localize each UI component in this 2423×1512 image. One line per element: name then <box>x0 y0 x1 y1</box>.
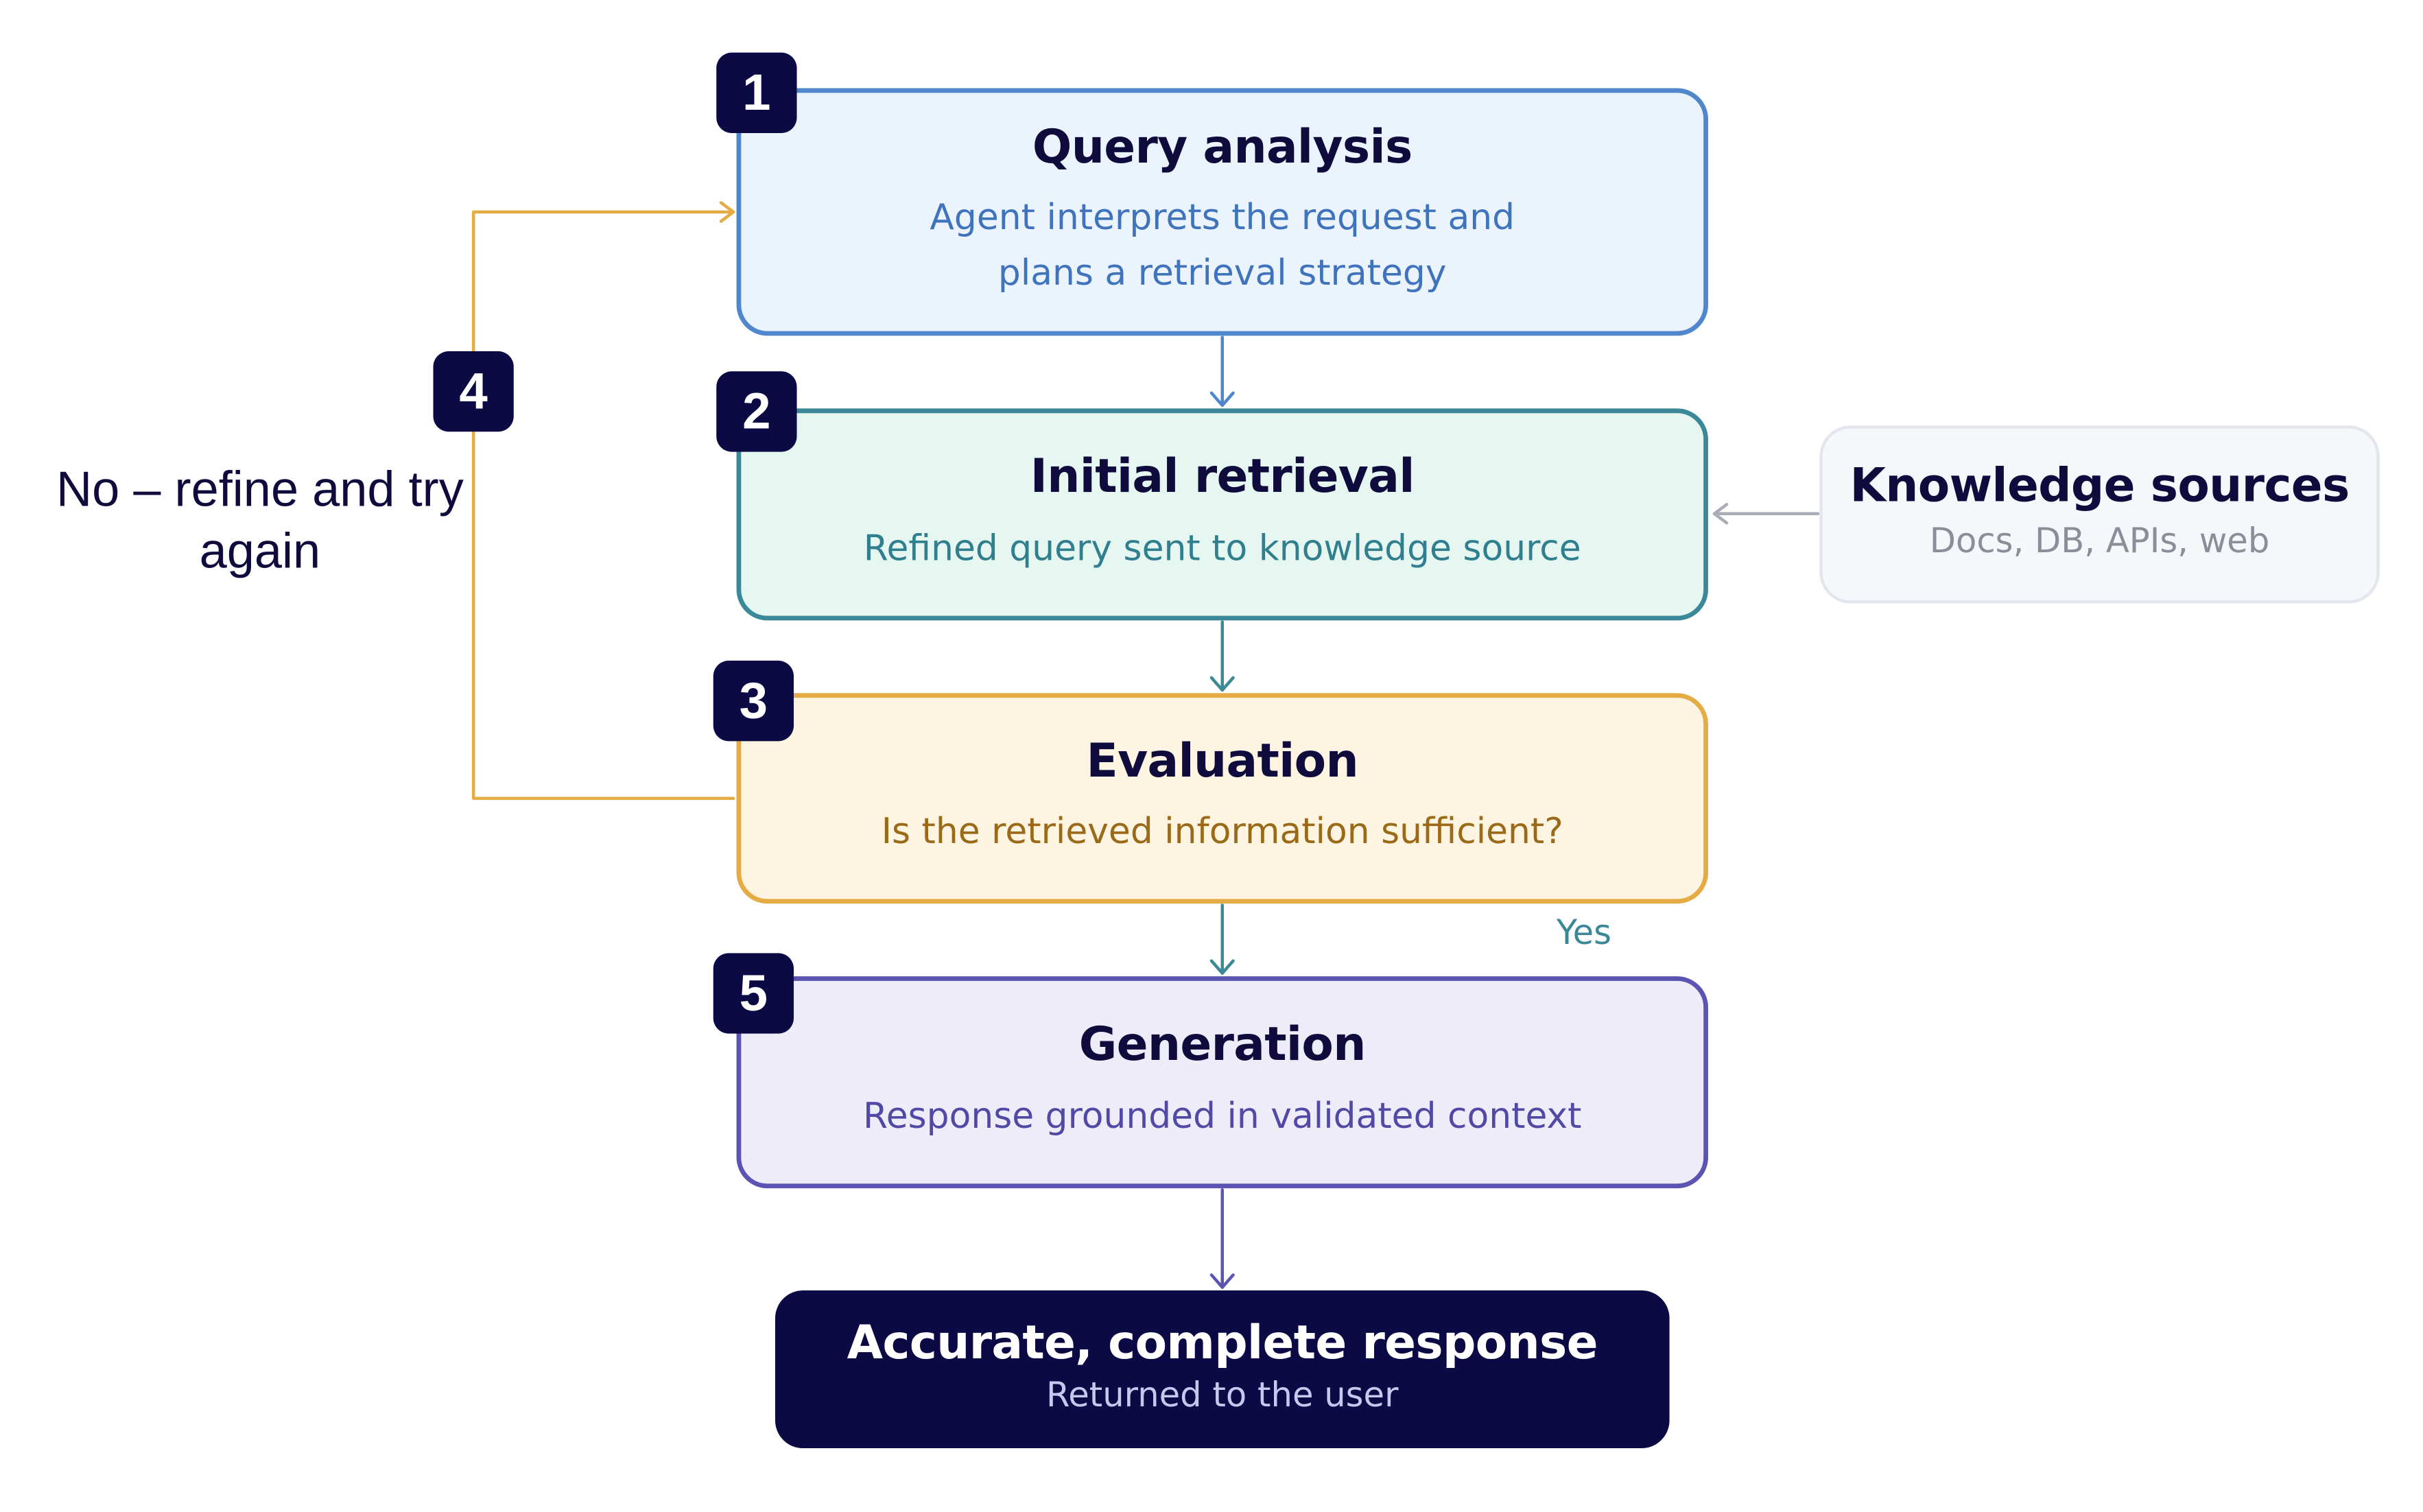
final-description: Returned to the user <box>1046 1377 1399 1417</box>
arrow-evaluation-to-generation <box>1209 903 1235 975</box>
step-number-badge-1: 1 <box>716 52 797 133</box>
step-number-badge-2: 2 <box>716 371 797 452</box>
knowledge-description: Docs, DB, APIs, web <box>1929 522 2270 562</box>
step-title: Query analysis <box>1032 120 1413 175</box>
step-number-badge-4: 4 <box>433 351 514 432</box>
loop-label: No – refine and try again <box>56 461 464 579</box>
step-generation: Generation Response grounded in validate… <box>736 976 1708 1189</box>
arrow-query-to-retrieval <box>1209 335 1235 407</box>
arrow-generation-to-final <box>1209 1188 1235 1289</box>
step-evaluation: Evaluation Is the retrieved information … <box>736 693 1708 904</box>
arrow-knowledge-to-retrieval <box>1712 503 1820 525</box>
arrow-loop-refine <box>471 201 735 801</box>
knowledge-title: Knowledge sources <box>1849 460 2350 515</box>
step-number-badge-3: 3 <box>713 661 794 742</box>
step-description: Is the retrieved information sufficient? <box>881 812 1563 853</box>
knowledge-sources-box: Knowledge sources Docs, DB, APIs, web <box>1819 425 2380 604</box>
step-initial-retrieval: Initial retrieval Refined query sent to … <box>736 408 1708 621</box>
step-title: Generation <box>1078 1018 1367 1073</box>
final-response-box: Accurate, complete response Returned to … <box>775 1290 1670 1449</box>
arrow-retrieval-to-evaluation <box>1209 620 1235 692</box>
step-description: Refined query sent to knowledge source <box>863 528 1581 569</box>
step-number-badge-5: 5 <box>713 953 794 1034</box>
step-title: Initial retrieval <box>1030 450 1415 505</box>
yes-label: Yes <box>1556 914 1612 954</box>
step-description: Agent interprets the request and plans a… <box>930 198 1515 295</box>
final-title: Accurate, complete response <box>847 1316 1598 1371</box>
step-query-analysis: Query analysis Agent interprets the requ… <box>736 88 1708 336</box>
step-title: Evaluation <box>1086 734 1359 789</box>
step-description: Response grounded in validated context <box>863 1096 1582 1137</box>
